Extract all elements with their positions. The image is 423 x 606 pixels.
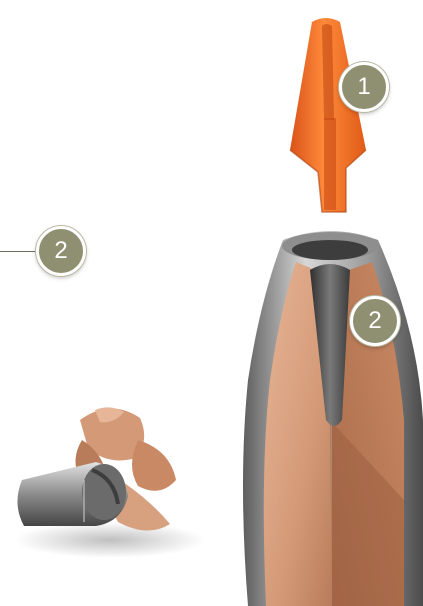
callout-badge-2-left: 2 <box>36 226 86 276</box>
leader-line <box>0 251 39 252</box>
expanded-bullet <box>15 407 205 558</box>
bullet-body <box>243 231 423 606</box>
callout-badge-1: 1 <box>339 62 389 112</box>
callout-badge-2-right: 2 <box>350 296 400 346</box>
polymer-tip <box>290 18 366 212</box>
